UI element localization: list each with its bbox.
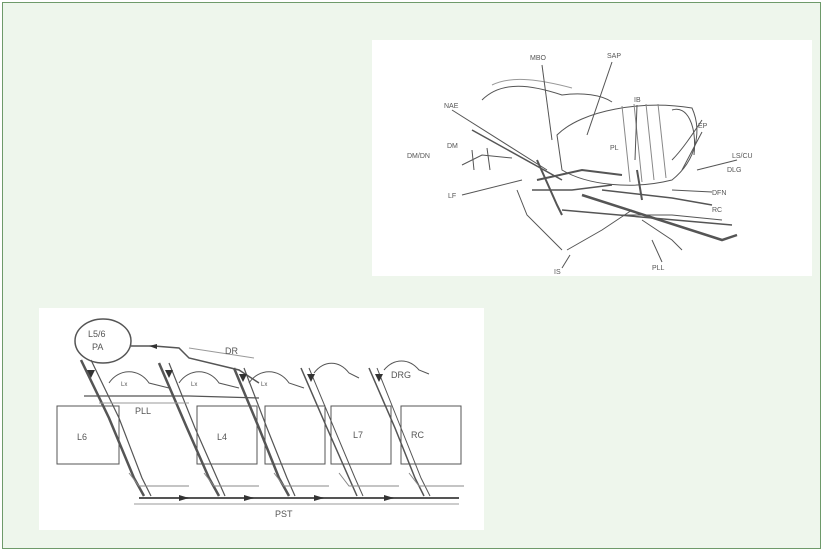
arrow-marker [314, 495, 324, 501]
label-mark-1: Lx [121, 382, 127, 388]
arrow-marker [149, 344, 157, 349]
arrow-marker [87, 370, 95, 378]
arrow-marker [244, 495, 254, 501]
label-mbo: MBO [530, 55, 547, 62]
label-ls-cu: LS/CU [732, 153, 753, 160]
label-mark-2: Lx [191, 382, 197, 388]
arrow-marker [179, 495, 189, 501]
arrow-marker [375, 374, 383, 382]
arrow-marker [307, 374, 315, 382]
label-l6: L6 [77, 432, 87, 442]
ganglion-node [74, 318, 132, 364]
vertebra-mid-box [264, 405, 326, 465]
label-pst: PST [275, 509, 293, 519]
label-pl: PL [610, 145, 619, 152]
label-dmgn: DM/DN [407, 153, 430, 160]
label-rc: RC [712, 207, 722, 214]
vertebra-l7-box [330, 405, 392, 465]
label-dm: DM [447, 143, 458, 150]
label-ganglion-line2: PA [92, 342, 103, 352]
label-dr: DR [225, 346, 238, 356]
arrow-marker [239, 374, 247, 382]
label-drg: DRG [391, 370, 411, 380]
label-ganglion-line1: L5/6 [88, 329, 106, 339]
vertebra-rc-box [400, 405, 462, 465]
label-pll: PLL [652, 265, 665, 272]
label-rc: RC [411, 430, 424, 440]
label-sap: SAP [607, 53, 621, 60]
arrow-marker [384, 495, 394, 501]
arrow-marker [165, 370, 173, 378]
anatomy-illustration: MBO SAP NAE IB EP DM/DN DM PL LS/CU DLG … [407, 53, 753, 276]
label-is: IS [554, 269, 561, 276]
label-l4: L4 [217, 432, 227, 442]
vertebra-l4-box [196, 405, 258, 465]
label-mark-3: Lx [261, 382, 267, 388]
label-l7: L7 [353, 430, 363, 440]
label-ib: IB [634, 97, 641, 104]
vertebra-l6-box [56, 405, 120, 465]
label-ep: EP [698, 123, 708, 130]
label-dlg: DLG [727, 167, 741, 174]
schematic-diagram-panel: Lx Lx Lx L5/6 PA DR DRG PLL L6 L4 L7 RC … [39, 308, 484, 530]
label-pll: PLL [135, 406, 151, 416]
label-lf: LF [448, 193, 456, 200]
schematic-diagram: Lx Lx Lx L5/6 PA DR DRG PLL L6 L4 L7 RC … [56, 318, 464, 519]
anatomy-illustration-panel: MBO SAP NAE IB EP DM/DN DM PL LS/CU DLG … [372, 40, 812, 276]
label-nae: NAE [444, 103, 459, 110]
label-dfn: DFN [712, 190, 726, 197]
